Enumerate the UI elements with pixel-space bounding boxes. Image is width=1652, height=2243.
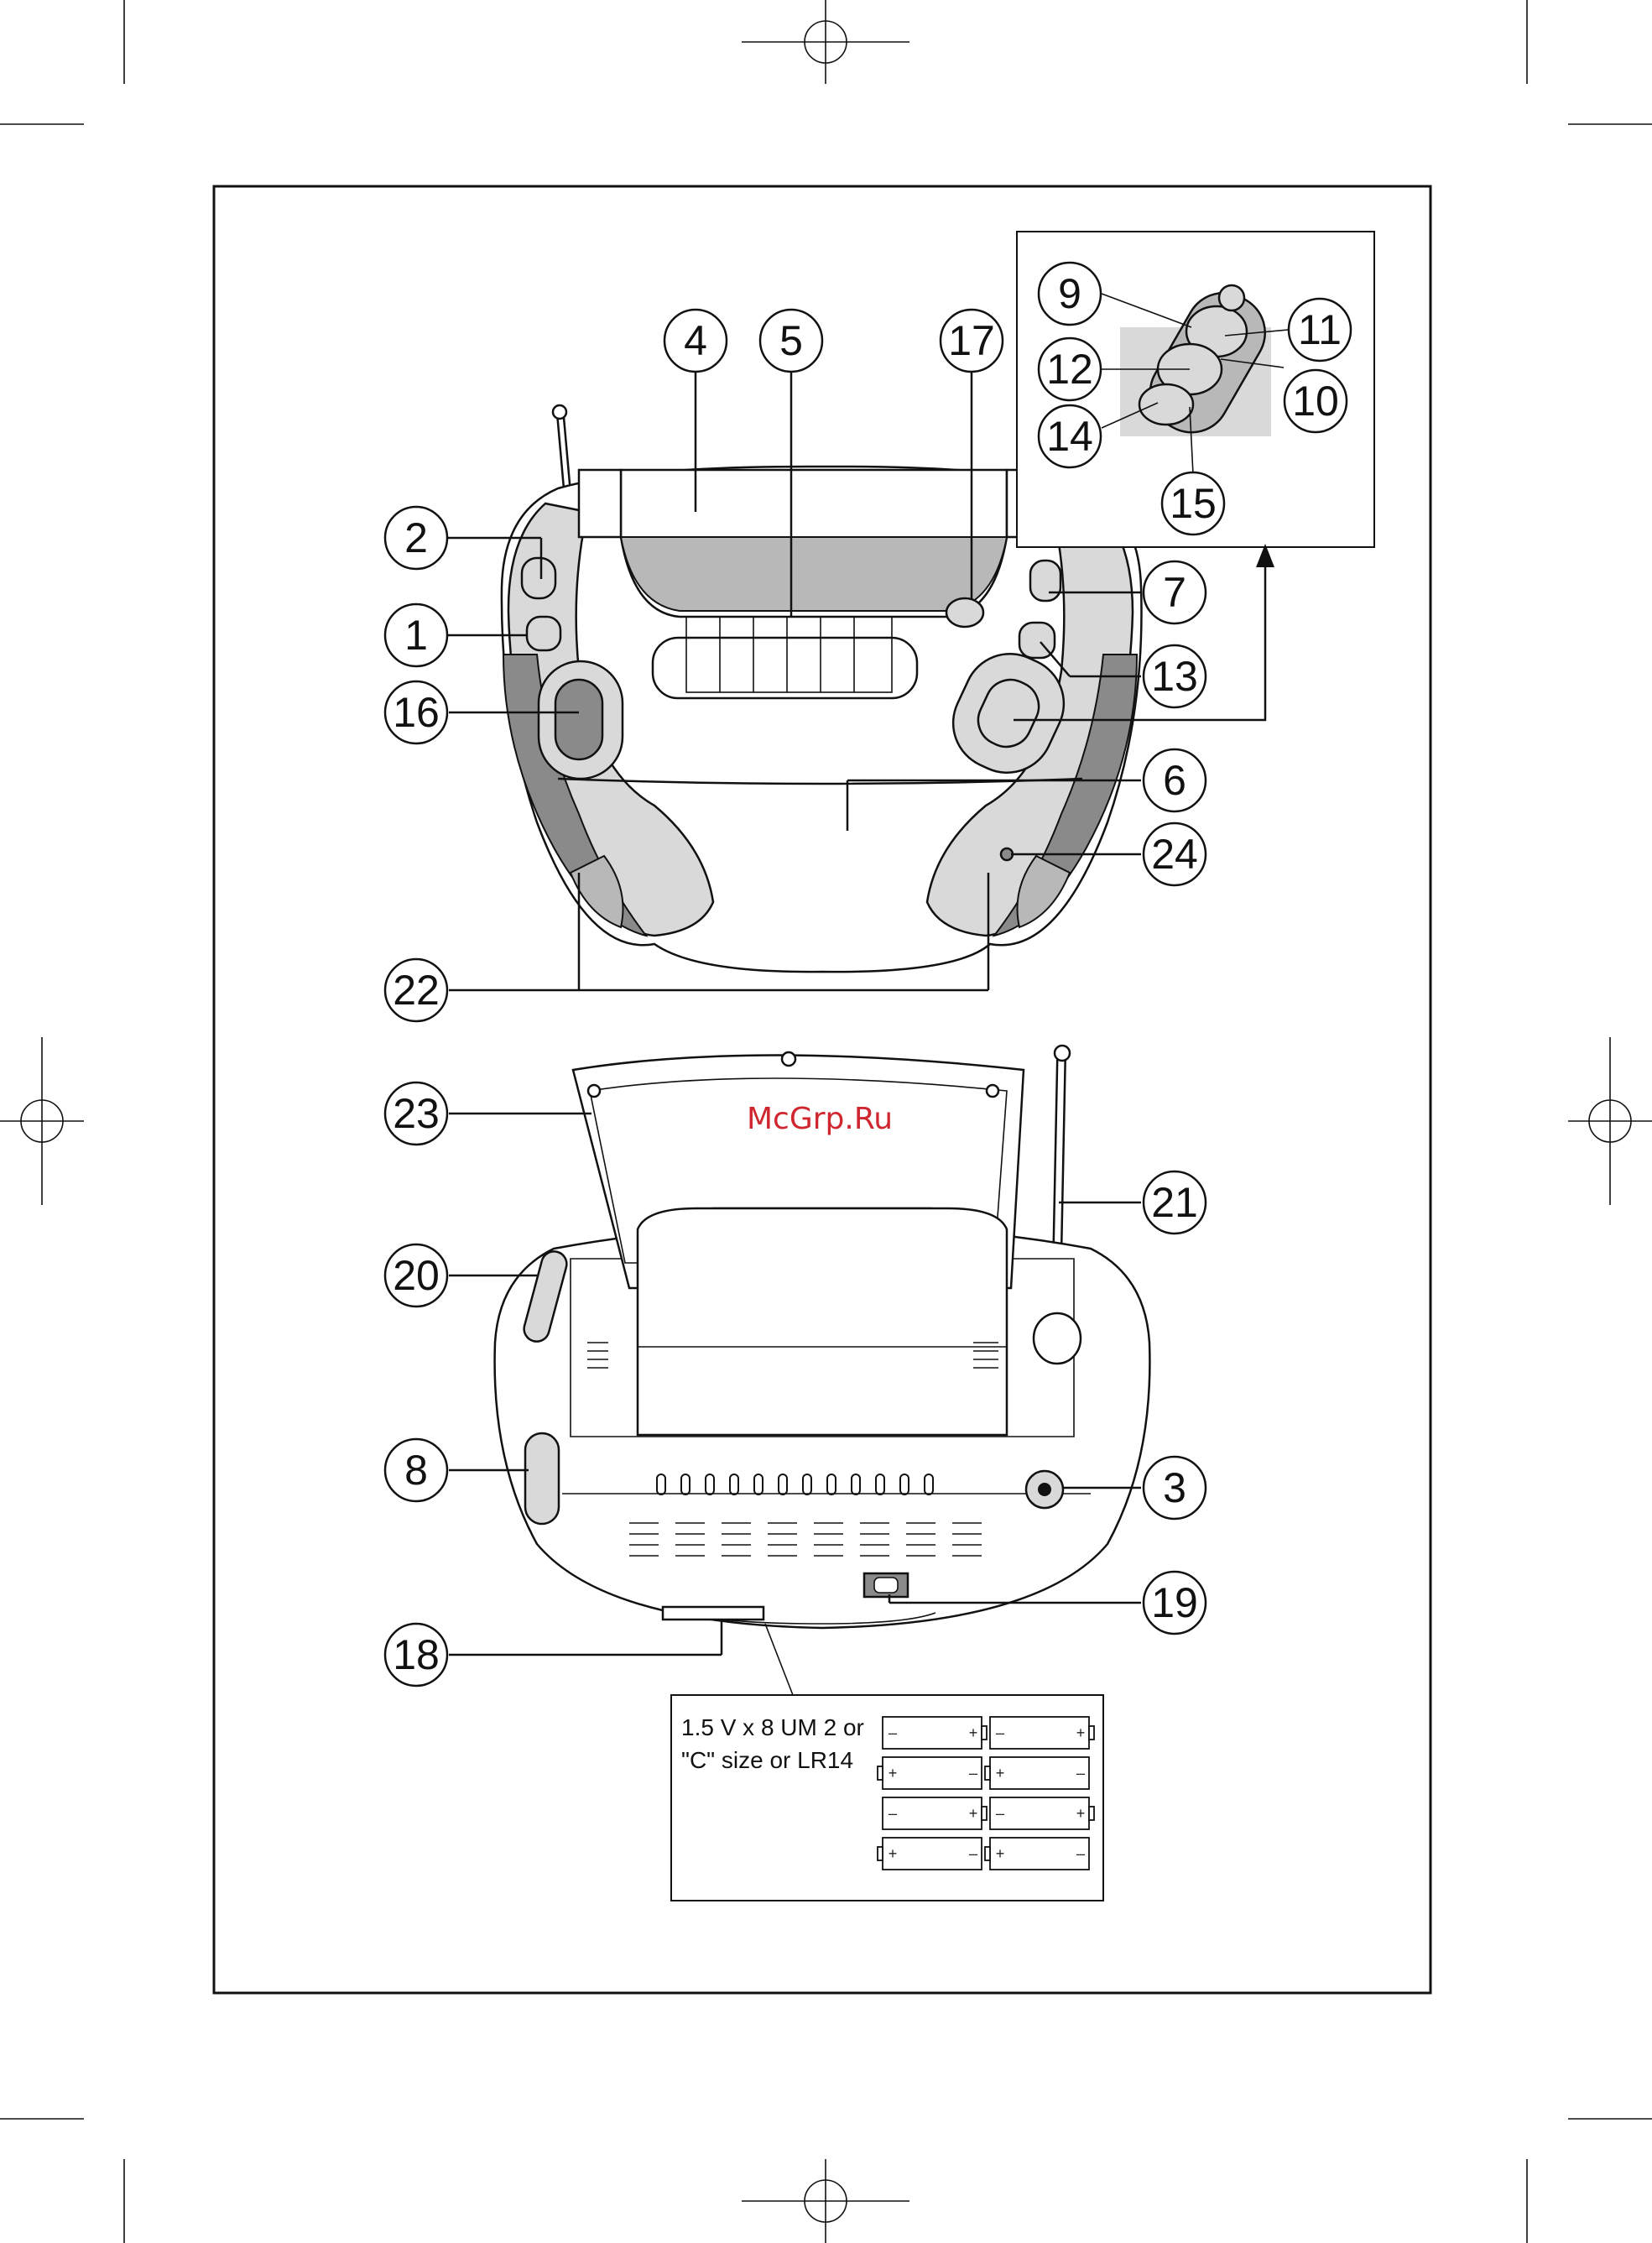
control-2-knob [522, 558, 555, 598]
battery-info-box: 1.5 V x 8 UM 2 or "C" size or LR14 – + –… [671, 1624, 1103, 1901]
svg-text:8: 8 [404, 1447, 428, 1494]
callout-9: 9 [1039, 263, 1101, 325]
callout-14: 14 [1039, 405, 1101, 467]
svg-text:10: 10 [1292, 378, 1339, 425]
callout-8: 8 [385, 1439, 447, 1501]
svg-text:12: 12 [1046, 346, 1093, 393]
callout-4: 4 [664, 310, 727, 372]
callout-10: 10 [1285, 370, 1347, 432]
battery-plus: + [969, 1805, 978, 1822]
callout-7: 7 [1144, 561, 1206, 623]
svg-text:9: 9 [1058, 270, 1081, 317]
callout-17: 17 [941, 310, 1003, 372]
battery-plus: + [889, 1845, 898, 1862]
battery-minus: – [889, 1724, 897, 1741]
callout-22: 22 [385, 959, 447, 1021]
callout-2: 2 [385, 507, 447, 569]
callout-11: 11 [1289, 299, 1351, 361]
svg-text:21: 21 [1151, 1179, 1198, 1226]
callout-16: 16 [385, 681, 447, 743]
svg-text:7: 7 [1163, 569, 1186, 616]
watermark: McGrp.Ru [747, 1102, 893, 1136]
battery-minus: – [1076, 1765, 1085, 1781]
control-7-switch [1030, 561, 1061, 601]
battery-plus: + [969, 1724, 978, 1741]
headphone-jack [1001, 848, 1013, 860]
callout-20: 20 [385, 1244, 447, 1307]
svg-text:11: 11 [1298, 306, 1342, 353]
svg-text:17: 17 [948, 317, 995, 364]
svg-text:5: 5 [779, 317, 803, 364]
svg-text:6: 6 [1163, 757, 1186, 804]
cassette-keys [653, 638, 917, 698]
handle-8 [525, 1433, 559, 1524]
battery-minus: – [889, 1805, 897, 1822]
battery-minus: – [996, 1724, 1004, 1741]
battery-spec-line-2: "C" size or LR14 [681, 1747, 853, 1773]
svg-text:3: 3 [1163, 1464, 1186, 1511]
battery-minus: – [996, 1805, 1004, 1822]
callout-13: 13 [1144, 645, 1206, 707]
control-16-dial [555, 680, 602, 759]
callout-21: 21 [1144, 1171, 1206, 1234]
battery-plus: + [889, 1765, 898, 1781]
callout-3: 3 [1144, 1457, 1206, 1519]
svg-text:4: 4 [684, 317, 707, 364]
callout-19: 19 [1144, 1572, 1206, 1634]
battery-plus: + [1076, 1805, 1086, 1822]
battery-plus: + [1076, 1724, 1086, 1741]
svg-text:14: 14 [1046, 413, 1093, 460]
battery-door [663, 1607, 763, 1620]
svg-text:23: 23 [393, 1090, 440, 1137]
control-1-button [527, 617, 560, 650]
control-17-button [946, 598, 983, 627]
callout-12: 12 [1039, 338, 1101, 400]
svg-text:18: 18 [393, 1631, 440, 1678]
svg-text:13: 13 [1151, 653, 1198, 700]
callout-24: 24 [1144, 823, 1206, 885]
svg-text:16: 16 [393, 689, 440, 736]
battery-minus: – [1076, 1845, 1085, 1862]
svg-text:2: 2 [404, 514, 428, 561]
svg-text:22: 22 [393, 967, 440, 1014]
svg-text:20: 20 [393, 1252, 440, 1299]
svg-text:24: 24 [1151, 831, 1198, 878]
callout-15: 15 [1162, 472, 1224, 535]
battery-minus: – [969, 1845, 977, 1862]
callout-18: 18 [385, 1624, 447, 1686]
callout-6: 6 [1144, 749, 1206, 811]
callout-1: 1 [385, 604, 447, 666]
callout-23: 23 [385, 1082, 447, 1145]
battery-plus: + [996, 1765, 1005, 1781]
svg-text:1: 1 [404, 612, 428, 659]
callout-5: 5 [760, 310, 822, 372]
svg-text:15: 15 [1170, 480, 1217, 527]
svg-text:19: 19 [1151, 1579, 1198, 1626]
battery-spec-line-1: 1.5 V x 8 UM 2 or [681, 1714, 864, 1740]
battery-plus: + [996, 1845, 1005, 1862]
battery-minus: – [969, 1765, 977, 1781]
